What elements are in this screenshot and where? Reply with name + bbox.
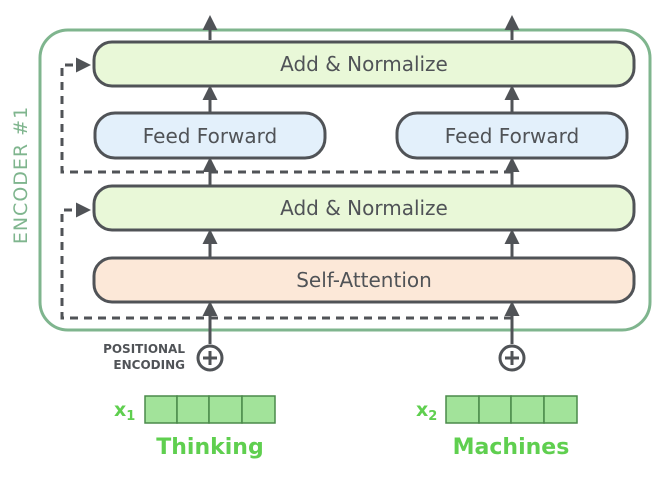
input-1-word: Thinking bbox=[156, 435, 263, 460]
feed-forward-right-box bbox=[395, 111, 629, 160]
input-1-var-label: x1 bbox=[114, 399, 135, 424]
add-normalize-bottom-box bbox=[92, 184, 636, 232]
feed-forward-left-label: Feed Forward bbox=[143, 124, 278, 148]
plus-circle-icon-right bbox=[498, 344, 526, 372]
input-1-vector bbox=[144, 395, 276, 424]
self-attention-label: Self-Attention bbox=[296, 268, 432, 292]
feed-forward-right-label: Feed Forward bbox=[445, 124, 580, 148]
self-attention-box bbox=[92, 256, 636, 304]
add-normalize-top-box bbox=[92, 40, 636, 88]
add-normalize-top-label: Add & Normalize bbox=[280, 52, 448, 76]
input-2-word: Machines bbox=[453, 435, 570, 460]
feed-forward-left-box bbox=[93, 111, 327, 160]
input-2-var-label: x2 bbox=[416, 399, 437, 424]
input-2-vector bbox=[445, 395, 578, 424]
add-normalize-bottom-label: Add & Normalize bbox=[280, 196, 448, 220]
positional-encoding-label-line2: ENCODING bbox=[113, 358, 185, 372]
plus-circle-icon-left bbox=[196, 344, 224, 372]
residual-connection-top bbox=[60, 57, 512, 174]
encoder-label: ENCODER #1 bbox=[10, 106, 32, 244]
positional-encoding-label-line1: POSITIONAL bbox=[103, 342, 185, 356]
residual-connection-bottom bbox=[60, 202, 512, 320]
encoder-container bbox=[38, 28, 652, 332]
